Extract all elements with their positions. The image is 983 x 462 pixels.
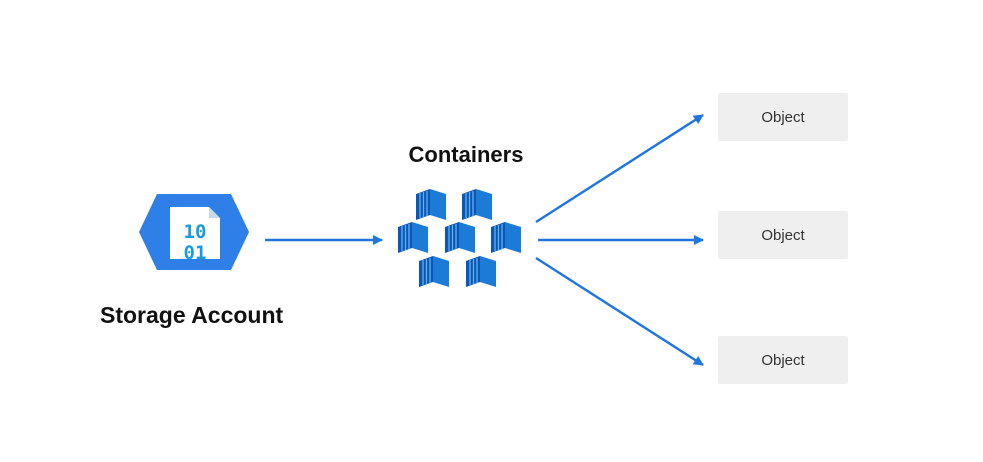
storage-bits-line1: 10 <box>184 221 207 243</box>
object-label-2: Object <box>761 226 805 244</box>
containers-icon <box>397 188 522 288</box>
arrow-containers-to-object-1 <box>535 113 704 224</box>
storage-account-label: Storage Account <box>100 302 284 328</box>
object-box-3: Object <box>718 336 848 384</box>
storage-account-icon: 10 01 <box>139 194 249 270</box>
containers-label: Containers <box>408 142 524 167</box>
object-label-1: Object <box>761 108 805 126</box>
storage-bits-line2: 01 <box>184 242 207 264</box>
object-box-2: Object <box>718 211 848 259</box>
arrow-containers-to-object-3 <box>535 256 704 367</box>
object-box-1: Object <box>718 93 848 141</box>
object-label-3: Object <box>761 351 805 369</box>
